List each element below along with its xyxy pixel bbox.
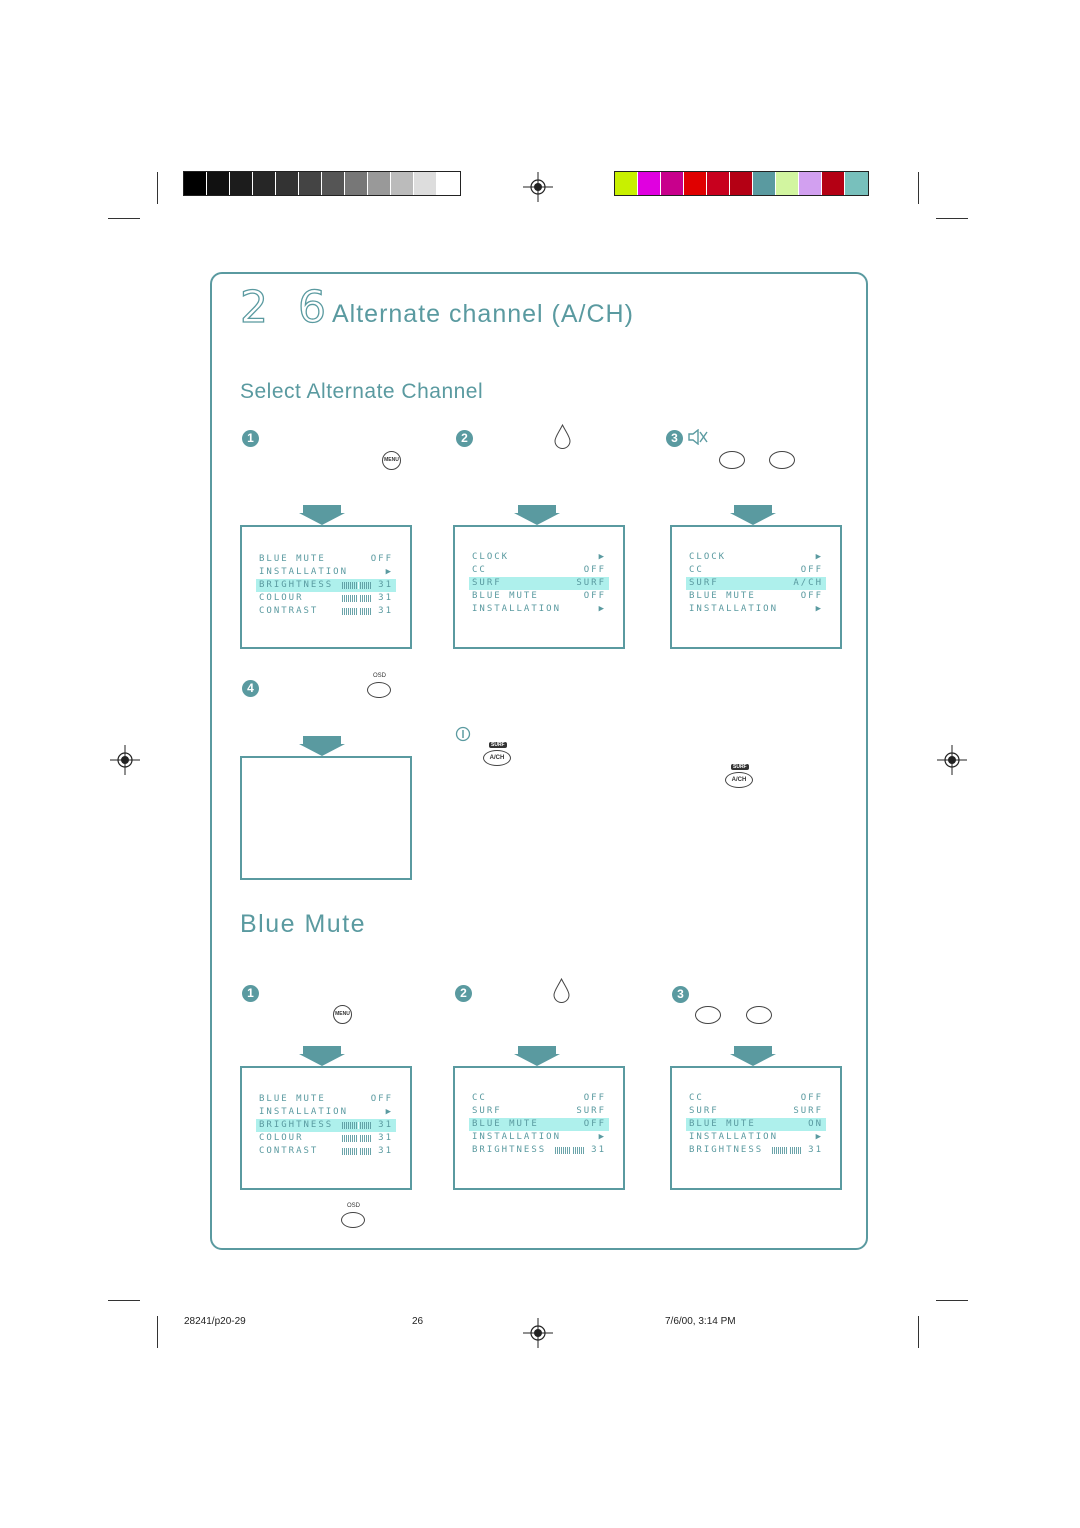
surf-label: SURF xyxy=(731,764,749,770)
footer-timestamp: 7/6/00, 3:14 PM xyxy=(665,1316,736,1327)
tv-screen-blank xyxy=(240,756,412,880)
crop-mark xyxy=(108,218,140,219)
crop-mark xyxy=(157,1316,158,1348)
footer-job-id: 28241/p20-29 xyxy=(184,1316,246,1327)
level-gauge xyxy=(342,1122,373,1129)
osd-button-icon xyxy=(341,1212,365,1228)
menu-button-icon: MENU xyxy=(333,1005,352,1024)
down-arrow-icon xyxy=(299,505,345,525)
crop-mark xyxy=(936,1300,968,1301)
level-gauge xyxy=(342,1135,373,1142)
menu-row-installation: INSTALLATION▶ xyxy=(472,1132,606,1142)
right-button-icon xyxy=(746,1006,772,1024)
crop-mark xyxy=(918,172,919,204)
color-calibration-bar xyxy=(614,171,869,196)
menu-button-icon: MENU xyxy=(382,451,401,470)
down-arrow-icon xyxy=(730,505,776,525)
menu-row-installation: INSTALLATION▶ xyxy=(472,604,606,614)
menu-row-clock: CLOCK▶ xyxy=(472,552,606,562)
level-gauge xyxy=(342,1148,373,1155)
up-button-icon xyxy=(554,424,571,449)
grayscale-calibration-bar xyxy=(183,171,461,196)
crop-mark xyxy=(918,1316,919,1348)
crop-mark xyxy=(108,1300,140,1301)
surf-label: SURF xyxy=(489,742,507,748)
menu-row-installation: INSTALLATION▶ xyxy=(689,604,823,614)
crop-mark xyxy=(936,218,968,219)
right-button-icon xyxy=(769,451,795,469)
up-button-icon xyxy=(553,978,570,1003)
down-arrow-icon xyxy=(514,505,560,525)
menu-row-installation: INSTALLATION▶ xyxy=(689,1132,823,1142)
osd-label: OSD xyxy=(347,1203,361,1209)
level-gauge xyxy=(342,582,373,589)
osd-label: OSD xyxy=(373,673,387,679)
registration-mark-icon xyxy=(937,745,967,775)
page-frame xyxy=(210,272,868,1250)
crop-mark xyxy=(157,172,158,204)
level-gauge xyxy=(555,1147,586,1154)
level-gauge xyxy=(342,608,373,615)
step-4-badge: 4 xyxy=(242,680,259,697)
registration-mark-icon xyxy=(523,1318,553,1348)
section-title-blue-mute: Blue Mute xyxy=(240,910,367,938)
step-3-badge: 3 xyxy=(666,430,683,447)
menu-row-clock: CLOCK▶ xyxy=(689,552,823,562)
step-2-badge: 2 xyxy=(455,985,472,1002)
left-button-icon xyxy=(695,1006,721,1024)
down-arrow-icon xyxy=(730,1046,776,1066)
mute-icon xyxy=(688,429,708,445)
step-2-badge: 2 xyxy=(456,430,473,447)
section-title-alternate-channel: Select Alternate Channel xyxy=(240,380,484,403)
footer-page-number: 26 xyxy=(412,1316,424,1327)
menu-row-installation: INSTALLATION▶ xyxy=(259,567,393,577)
step-1-badge: 1 xyxy=(242,430,259,447)
ach-button-icon: A/CH xyxy=(483,750,511,766)
page-number: 2 6 xyxy=(239,281,334,333)
page-title: Alternate channel (A/CH) xyxy=(332,300,634,328)
level-gauge xyxy=(342,595,373,602)
left-button-icon xyxy=(719,451,745,469)
down-arrow-icon xyxy=(299,1046,345,1066)
step-1-badge: 1 xyxy=(242,985,259,1002)
registration-mark-icon xyxy=(523,172,553,202)
step-3-badge: 3 xyxy=(672,986,689,1003)
menu-row-installation: INSTALLATION▶ xyxy=(259,1107,393,1117)
down-arrow-icon xyxy=(299,736,345,756)
down-arrow-icon xyxy=(514,1046,560,1066)
osd-button-icon xyxy=(367,682,391,698)
level-gauge xyxy=(772,1147,803,1154)
info-icon xyxy=(455,726,471,742)
registration-mark-icon xyxy=(110,745,140,775)
ach-button-icon: A/CH xyxy=(725,772,753,788)
